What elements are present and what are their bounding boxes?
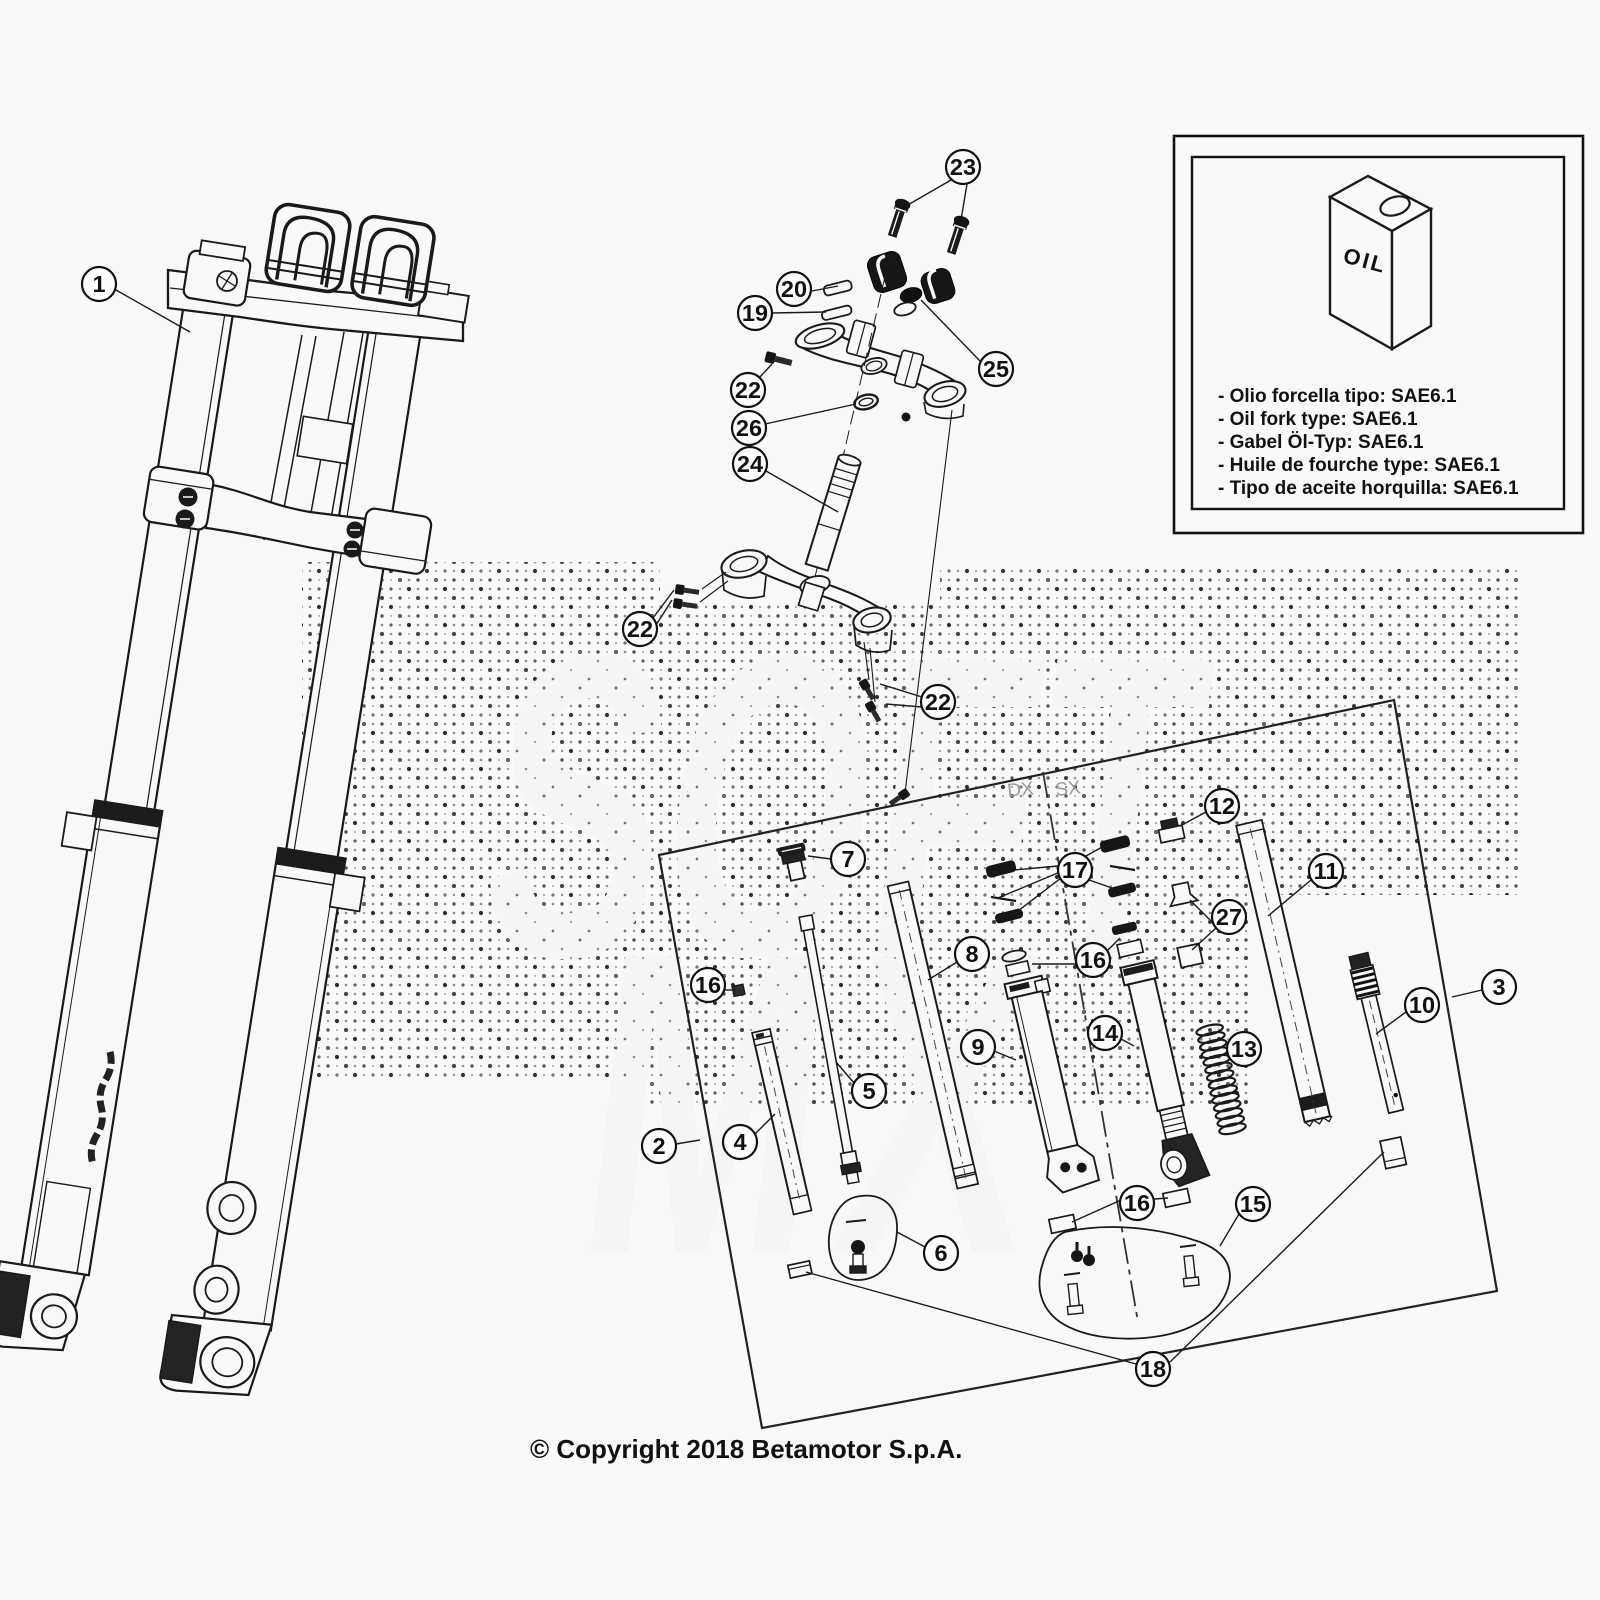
- svg-text:16: 16: [1080, 947, 1106, 973]
- svg-text:7: 7: [841, 846, 854, 872]
- svg-text:8: 8: [965, 941, 978, 967]
- svg-text:26: 26: [736, 415, 762, 441]
- svg-text:13: 13: [1231, 1036, 1257, 1062]
- svg-text:5: 5: [862, 1078, 875, 1104]
- svg-text:11: 11: [1314, 858, 1339, 884]
- svg-text:© Copyright 2018 Betamotor S.p: © Copyright 2018 Betamotor S.p.A.: [530, 1434, 962, 1464]
- svg-text:DX: DX: [1006, 778, 1035, 802]
- svg-text:16: 16: [1124, 1190, 1150, 1216]
- svg-text:22: 22: [627, 616, 653, 642]
- svg-text:24: 24: [737, 451, 763, 477]
- svg-text:22: 22: [735, 377, 761, 403]
- svg-text:27: 27: [1216, 904, 1242, 930]
- svg-text:4: 4: [733, 1129, 746, 1155]
- svg-text:18: 18: [1140, 1356, 1166, 1382]
- svg-text:9: 9: [971, 1034, 984, 1060]
- svg-text:20: 20: [781, 276, 807, 302]
- svg-text:1: 1: [92, 271, 105, 297]
- svg-text:23: 23: [950, 154, 976, 180]
- svg-text:6: 6: [934, 1240, 947, 1266]
- svg-text:- Huile de fourche type: SAE6.: - Huile de fourche type: SAE6.1: [1218, 455, 1500, 476]
- svg-text:2: 2: [652, 1133, 665, 1159]
- svg-text:10: 10: [1409, 992, 1435, 1018]
- svg-text:- Tipo de aceite horquilla: SA: - Tipo de aceite horquilla: SAE6.1: [1218, 478, 1519, 499]
- svg-text:16: 16: [695, 972, 721, 998]
- svg-text:17: 17: [1062, 857, 1088, 883]
- svg-text:12: 12: [1209, 793, 1235, 819]
- svg-text:22: 22: [925, 689, 951, 715]
- svg-text:SX: SX: [1054, 777, 1082, 801]
- svg-text:14: 14: [1092, 1020, 1118, 1046]
- svg-text:- Gabel Öl-Typ: SAE6.1: - Gabel Öl-Typ: SAE6.1: [1218, 432, 1424, 453]
- svg-text:- Olio forcella tipo: SAE6.1: - Olio forcella tipo: SAE6.1: [1218, 386, 1457, 407]
- svg-text:15: 15: [1240, 1191, 1266, 1217]
- svg-text:- Oil fork type: SAE6.1: - Oil fork type: SAE6.1: [1218, 409, 1418, 430]
- svg-text:25: 25: [983, 356, 1009, 382]
- svg-text:3: 3: [1492, 974, 1505, 1000]
- svg-text:19: 19: [742, 300, 768, 326]
